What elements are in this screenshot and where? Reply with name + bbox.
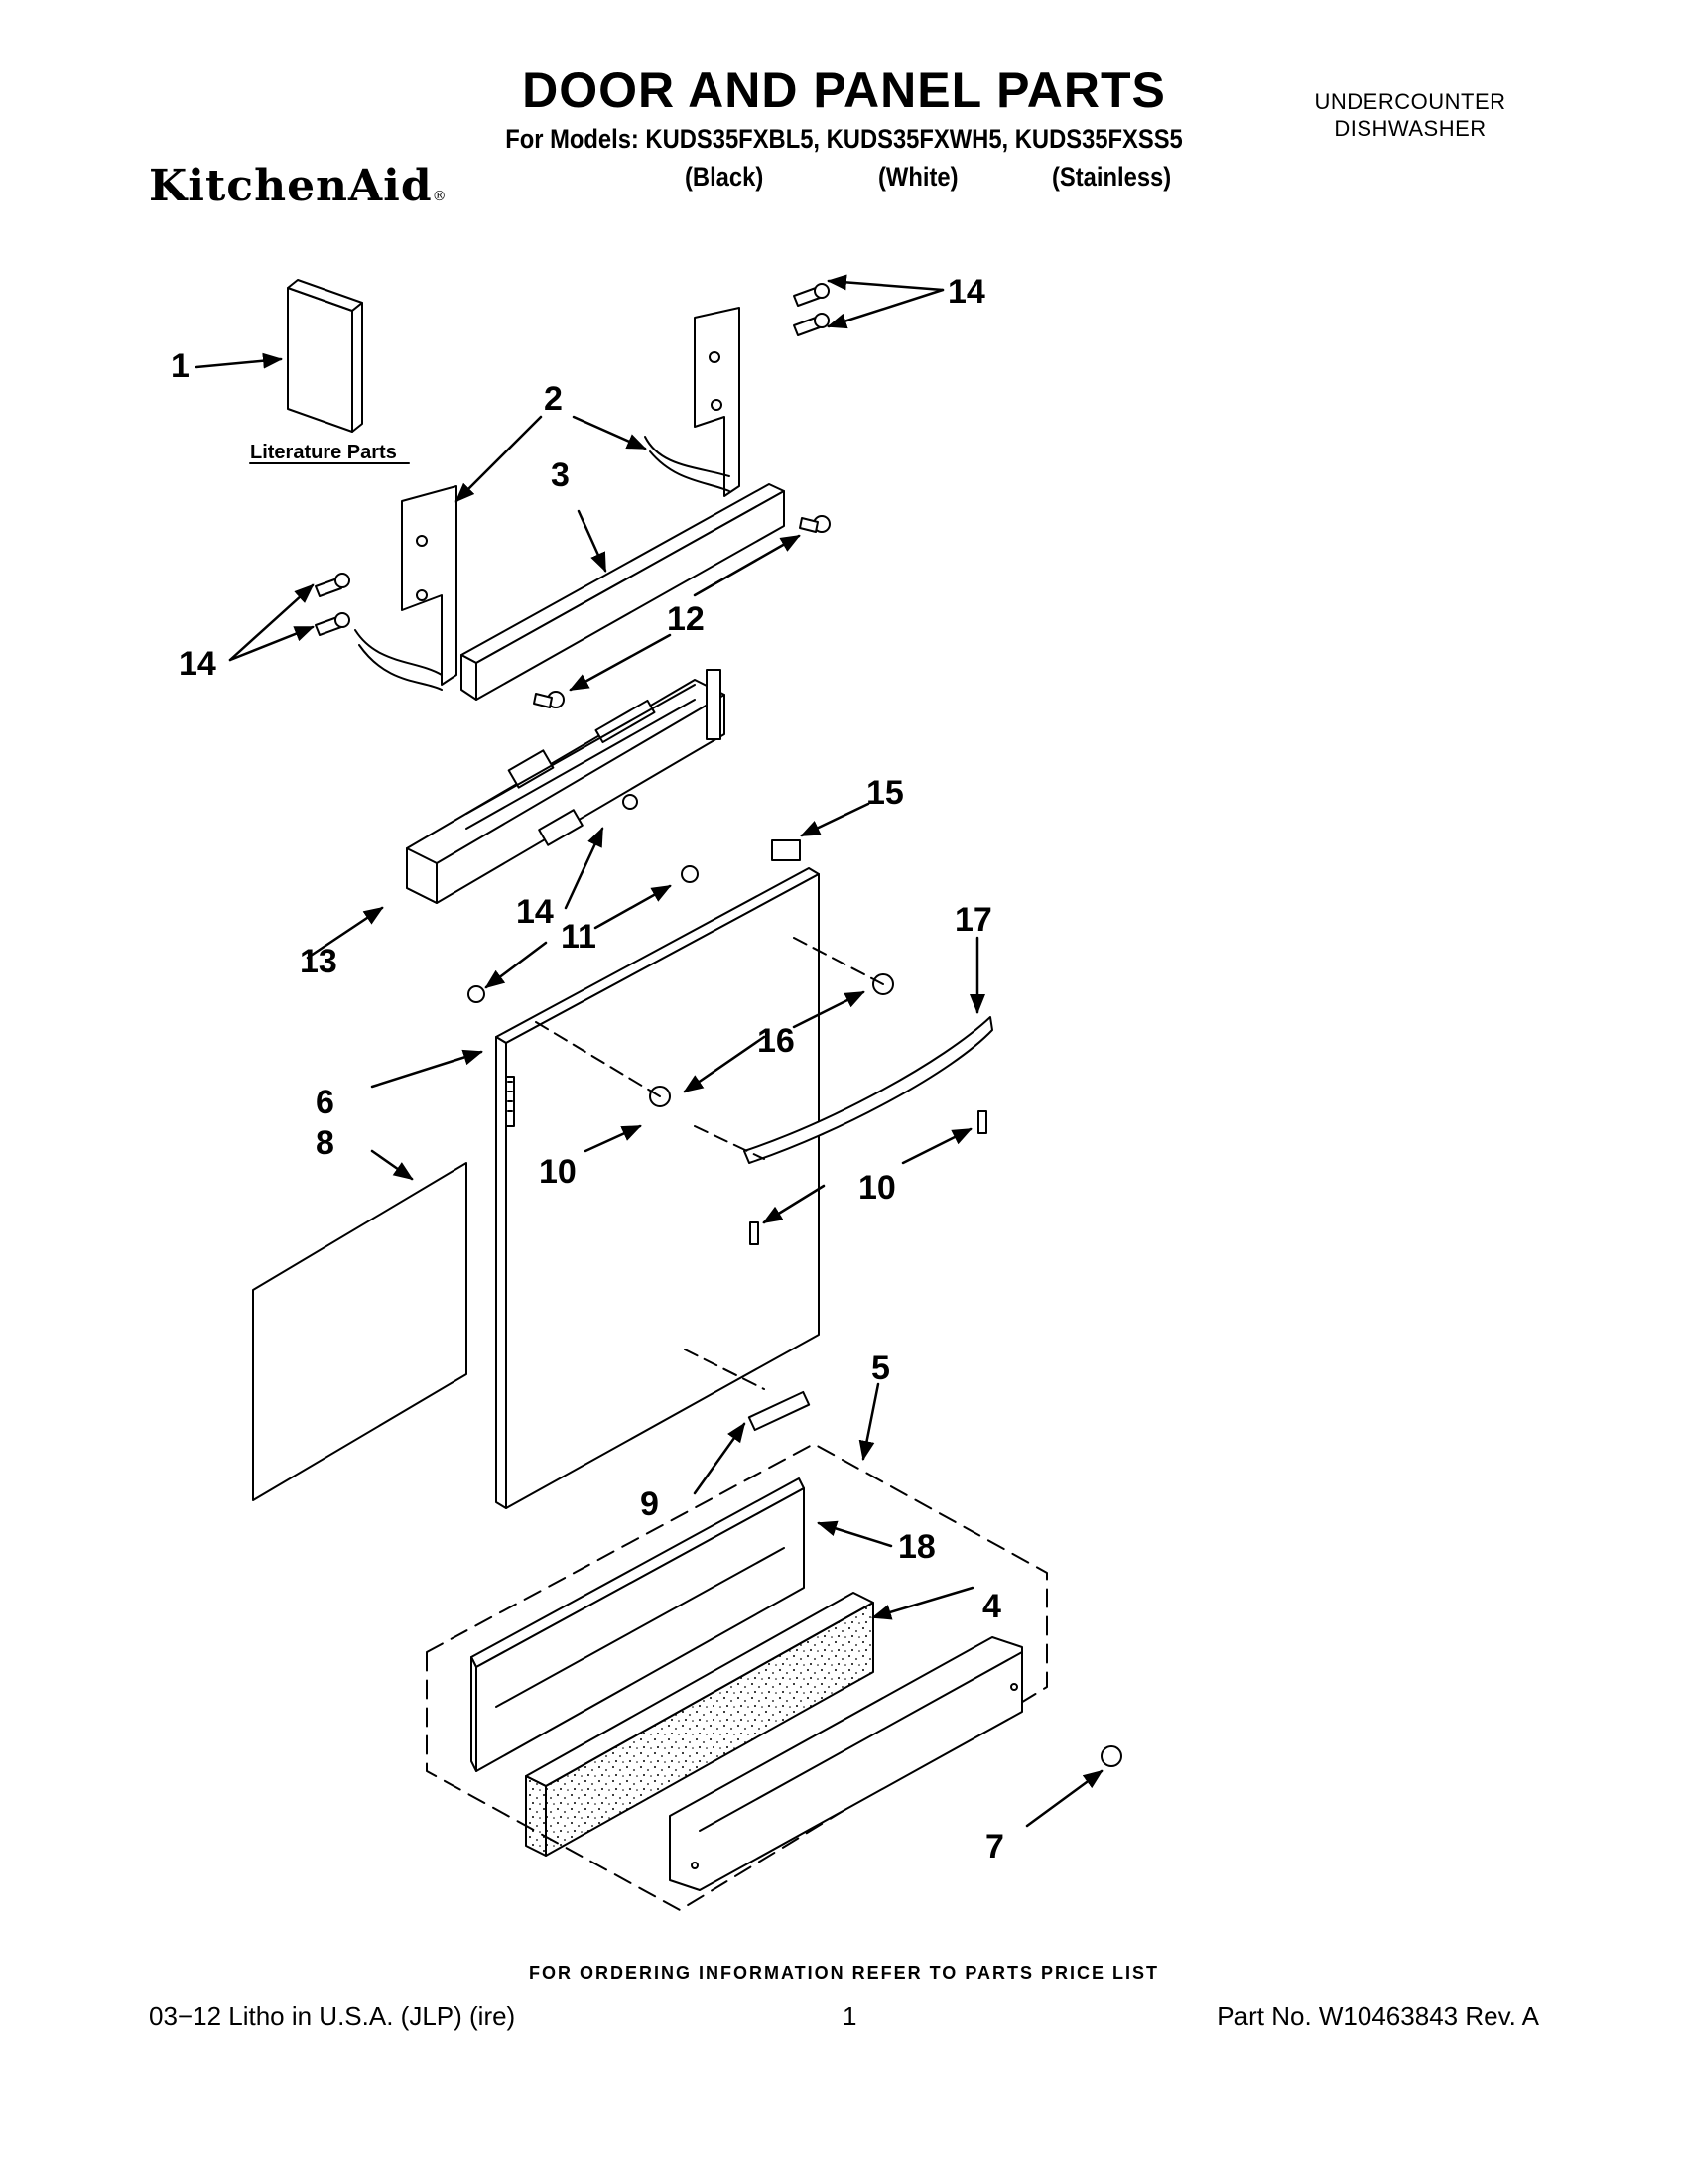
callout-10-left: 10 — [539, 1153, 577, 1191]
part-12-screws — [533, 515, 831, 708]
part-6-door-panel — [495, 867, 820, 1509]
callout-17: 17 — [955, 901, 992, 939]
finish-white: (White) — [878, 162, 959, 192]
part-14-screws-top — [793, 283, 830, 336]
part-7-screw — [1101, 1745, 1122, 1767]
callout-14-mid: 14 — [516, 893, 554, 931]
callout-5: 5 — [871, 1349, 890, 1387]
callout-10-right: 10 — [858, 1169, 896, 1207]
leader-arrows — [195, 274, 1104, 1828]
callout-14-left: 14 — [179, 645, 216, 683]
callout-16: 16 — [757, 1022, 795, 1060]
callout-12: 12 — [667, 600, 705, 638]
part-1-literature — [287, 279, 363, 433]
part-13-control-console — [406, 669, 725, 904]
finish-stainless: (Stainless) — [1052, 162, 1172, 192]
finish-black: (Black) — [685, 162, 764, 192]
part-11-screw-top — [681, 865, 699, 883]
literature-parts-label: Literature Parts — [250, 442, 397, 463]
brand-name: KitchenAid — [149, 161, 433, 211]
part-18-toe-panel — [470, 1477, 805, 1772]
part-10-pins — [749, 1110, 987, 1245]
callout-1: 1 — [171, 347, 190, 385]
callout-13: 13 — [300, 943, 337, 980]
callout-11: 11 — [561, 918, 596, 956]
brand-logo: KitchenAid® — [149, 161, 448, 211]
part-2-right-bracket — [644, 307, 740, 497]
category-line-2: DISHWASHER — [1334, 116, 1487, 141]
footer-litho: 03−12 Litho in U.S.A. (JLP) (ire) — [149, 2001, 516, 2031]
part-14-screws-left — [315, 573, 350, 636]
part-11-screw-left — [467, 985, 485, 1003]
part-3-rail — [460, 483, 785, 701]
assembly-guides — [535, 937, 884, 1390]
callout-2: 2 — [544, 380, 563, 418]
category-line-1: UNDERCOUNTER — [1314, 89, 1506, 114]
part-7-kick-plate — [669, 1636, 1023, 1891]
callout-9: 9 — [640, 1485, 659, 1523]
callout-14-top: 14 — [948, 273, 985, 311]
part-4-insulation — [525, 1592, 874, 1857]
callout-4: 4 — [982, 1588, 1001, 1625]
page-title: DOOR AND PANEL PARTS — [522, 63, 1166, 118]
part-5-kit-boundary — [426, 1443, 1048, 1911]
part-17-handle — [743, 1016, 993, 1164]
callout-labels: 1 2 3 4 5 6 7 8 9 10 10 11 12 13 14 14 1… — [171, 273, 1004, 1865]
callout-6: 6 — [316, 1084, 334, 1121]
part-2-left-bracket — [354, 485, 457, 691]
ordering-note: FOR ORDERING INFORMATION REFER TO PARTS … — [528, 1963, 1159, 1983]
callout-18: 18 — [898, 1528, 936, 1566]
callout-3: 3 — [551, 456, 570, 494]
footer-page-number: 1 — [843, 2001, 857, 2031]
callout-8: 8 — [316, 1124, 334, 1162]
callout-15: 15 — [866, 774, 904, 812]
model-list: For Models: KUDS35FXBL5, KUDS35FXWH5, KU… — [505, 124, 1183, 154]
part-15-clip — [771, 839, 801, 861]
part-8-panel-sheet — [252, 1162, 467, 1501]
callout-7: 7 — [985, 1828, 1004, 1865]
footer-part-number: Part No. W10463843 Rev. A — [1217, 2001, 1539, 2031]
brand-registered-mark: ® — [432, 189, 448, 204]
part-9-badge — [747, 1390, 811, 1432]
